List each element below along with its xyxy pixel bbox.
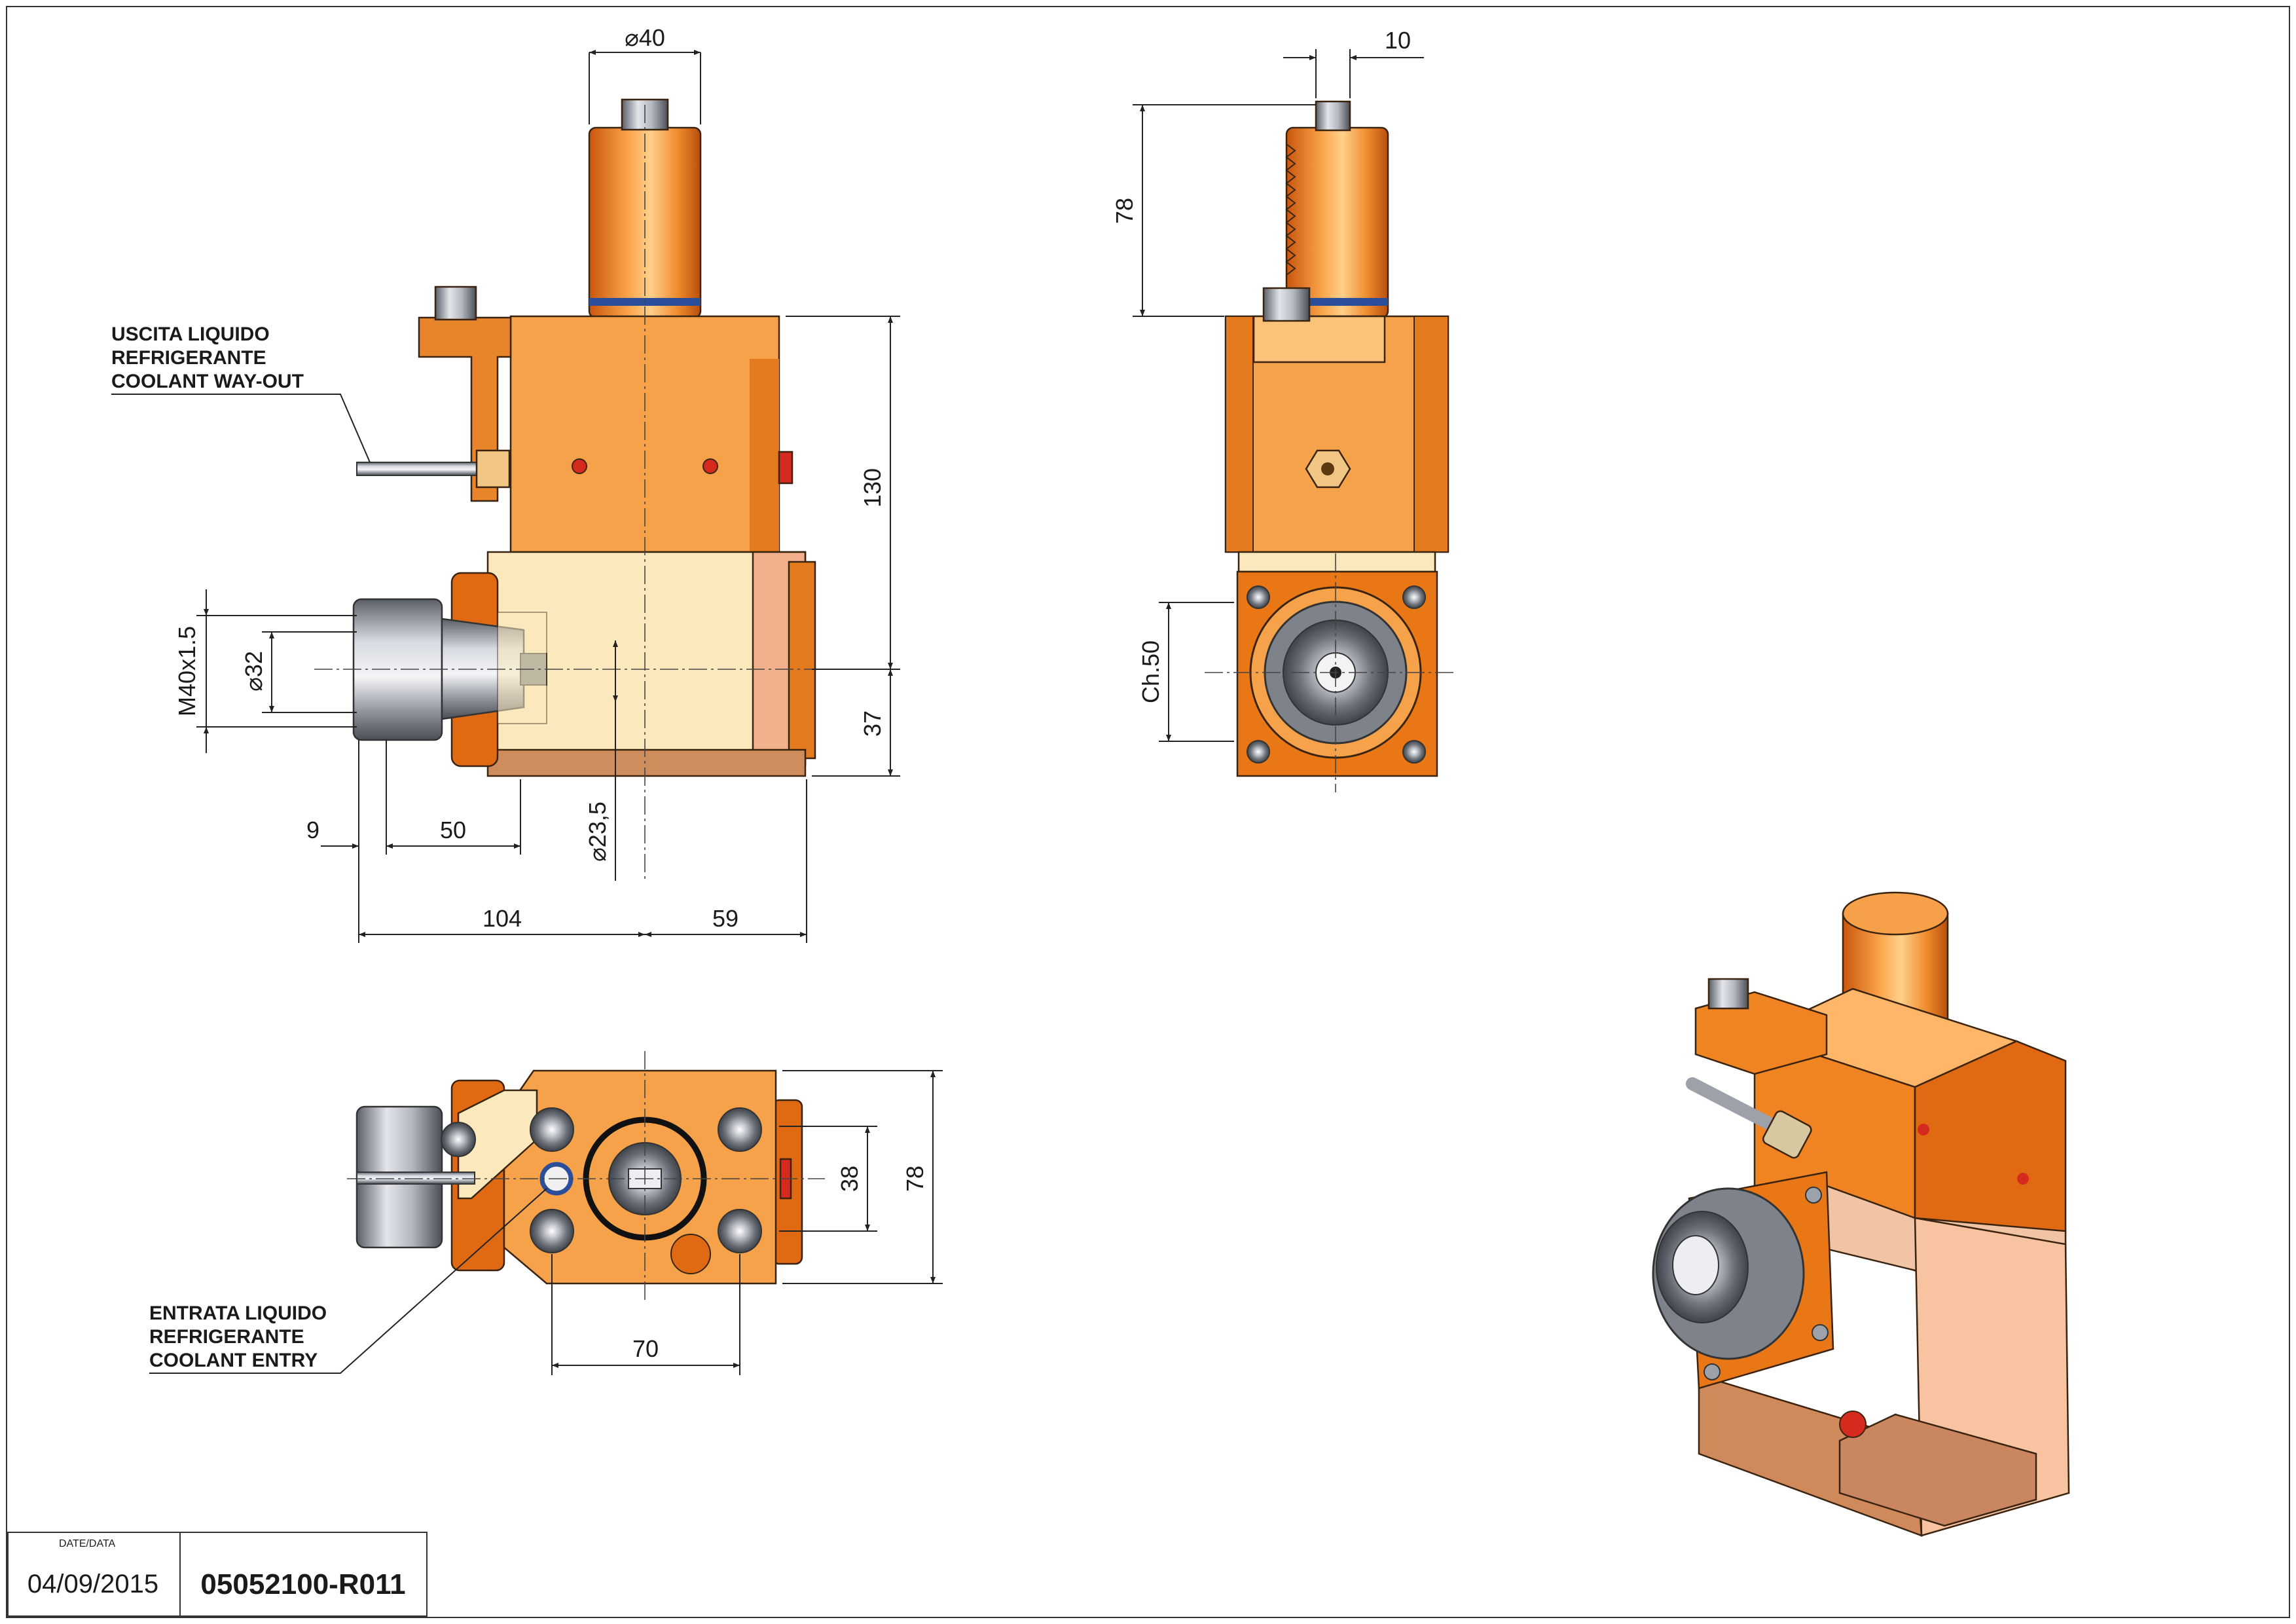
- iso-collet-bore: [1672, 1235, 1719, 1295]
- front-view: [314, 98, 845, 881]
- iso-bracket-bolt: [1707, 978, 1749, 1010]
- iso-flange-bolt-2: [1805, 1187, 1822, 1204]
- dim-side-shank: 78: [1111, 198, 1138, 224]
- title-block-code: 05052100-R011: [200, 1568, 405, 1600]
- label-coolant-out-line-3: COOLANT WAY-OUT: [111, 371, 304, 392]
- dim-side-chamfer: Ch.50: [1137, 640, 1164, 703]
- isometric-view: [1652, 891, 2070, 1537]
- front-coolant-outlet-pipe: [356, 462, 488, 476]
- front-bracket-bolt: [434, 286, 477, 321]
- front-coolant-fitting: [475, 449, 511, 489]
- dim-front-thread: M40x1.5: [173, 626, 200, 716]
- dim-front-lower: 37: [859, 710, 886, 737]
- front-hole-2: [702, 458, 718, 474]
- iso-bottom-red-plug: [1839, 1411, 1867, 1438]
- front-hole-1: [572, 458, 587, 474]
- side-flange-bolt-tr: [1402, 585, 1426, 609]
- top-bolt-tl: [530, 1107, 574, 1152]
- label-coolant-in: ENTRATA LIQUIDO REFRIGERANTE COOLANT ENT…: [149, 1188, 547, 1374]
- dim-front-width-left: 104: [483, 905, 522, 932]
- side-shank-seal: [1286, 298, 1388, 306]
- iso-bottom-pad: [1838, 1413, 2037, 1527]
- label-coolant-in-line-1: ENTRATA LIQUIDO: [149, 1302, 327, 1324]
- iso-flange-bolt-3: [1704, 1363, 1721, 1380]
- title-block: DATE/DATA 04/09/2015 05052100-R011: [7, 1532, 428, 1617]
- side-dimensions: 10 78 Ch.50: [1111, 27, 1424, 742]
- iso-side-bracket: [1694, 991, 1828, 1075]
- dim-front-offset-50: 50: [440, 817, 466, 843]
- dim-top-depth: 78: [902, 1166, 928, 1192]
- side-upper-shade-right: [1413, 316, 1449, 553]
- top-bolt-bl: [530, 1209, 574, 1253]
- side-shank-key: [1315, 100, 1351, 132]
- side-gear-teeth: [1285, 143, 1296, 276]
- iso-flange-bolt-4: [1812, 1324, 1829, 1341]
- dim-front-bore-dia: ⌀23,5: [584, 802, 611, 862]
- iso-coolant-fitting: [1762, 1110, 1812, 1159]
- iso-shank-top: [1842, 891, 1949, 936]
- label-coolant-in-line-3: COOLANT ENTRY: [149, 1350, 318, 1371]
- dim-front-width-right: 59: [712, 905, 738, 932]
- side-view: [1205, 100, 1457, 792]
- label-coolant-out-line-1: USCITA LIQUIDO: [111, 323, 270, 345]
- label-coolant-out-line-2: REFRIGERANTE: [111, 347, 266, 369]
- label-coolant-in-line-2: REFRIGERANTE: [149, 1326, 304, 1348]
- dim-front-height: 130: [859, 468, 886, 507]
- side-flange-bolt-br: [1402, 740, 1426, 764]
- dim-front-collet-dia: ⌀32: [240, 651, 267, 692]
- iso-red-hole-1: [1918, 1124, 1929, 1135]
- sheet-border: [6, 6, 2290, 1618]
- top-coolant-pipe: [356, 1172, 475, 1185]
- front-dimensions: ⌀40 130 37 M40x1.5 ⌀32 ⌀23,5 9 50: [173, 24, 900, 943]
- front-upper-housing-shade: [750, 359, 779, 552]
- dim-top-bolt-spacing: 38: [836, 1166, 863, 1192]
- iso-red-hole-2: [2017, 1173, 2029, 1185]
- top-plug: [670, 1234, 711, 1274]
- dim-front-offset-9: 9: [306, 817, 319, 843]
- title-block-frame: [7, 1532, 428, 1617]
- side-flange-bolt-bl: [1247, 740, 1270, 764]
- top-view: [347, 1051, 825, 1303]
- front-lower-flange-rim: [788, 561, 816, 760]
- front-section-cut: [497, 612, 547, 724]
- top-bracket-bolt: [441, 1122, 476, 1157]
- front-base-plate: [486, 748, 807, 777]
- side-fitting-hole: [1321, 462, 1334, 475]
- side-bracket-bolt: [1262, 287, 1311, 322]
- dim-side-key: 10: [1385, 27, 1411, 54]
- side-upper-cap: [1252, 315, 1386, 363]
- front-red-plug: [778, 451, 793, 485]
- side-cream-band: [1237, 551, 1436, 573]
- dim-front-spindle-dia: ⌀40: [625, 24, 665, 51]
- top-bolt-br: [718, 1209, 762, 1253]
- top-dimensions: 38 78 70: [551, 1070, 943, 1375]
- title-block-date-label: DATE/DATA: [59, 1538, 116, 1549]
- dim-top-width: 70: [632, 1335, 659, 1362]
- top-bolt-tr: [718, 1107, 762, 1152]
- label-coolant-out: USCITA LIQUIDO REFRIGERANTE COOLANT WAY-…: [111, 323, 371, 463]
- title-block-date-value: 04/09/2015: [27, 1570, 158, 1598]
- side-flange-bolt-tl: [1247, 585, 1270, 609]
- side-upper-shade-left: [1225, 316, 1254, 553]
